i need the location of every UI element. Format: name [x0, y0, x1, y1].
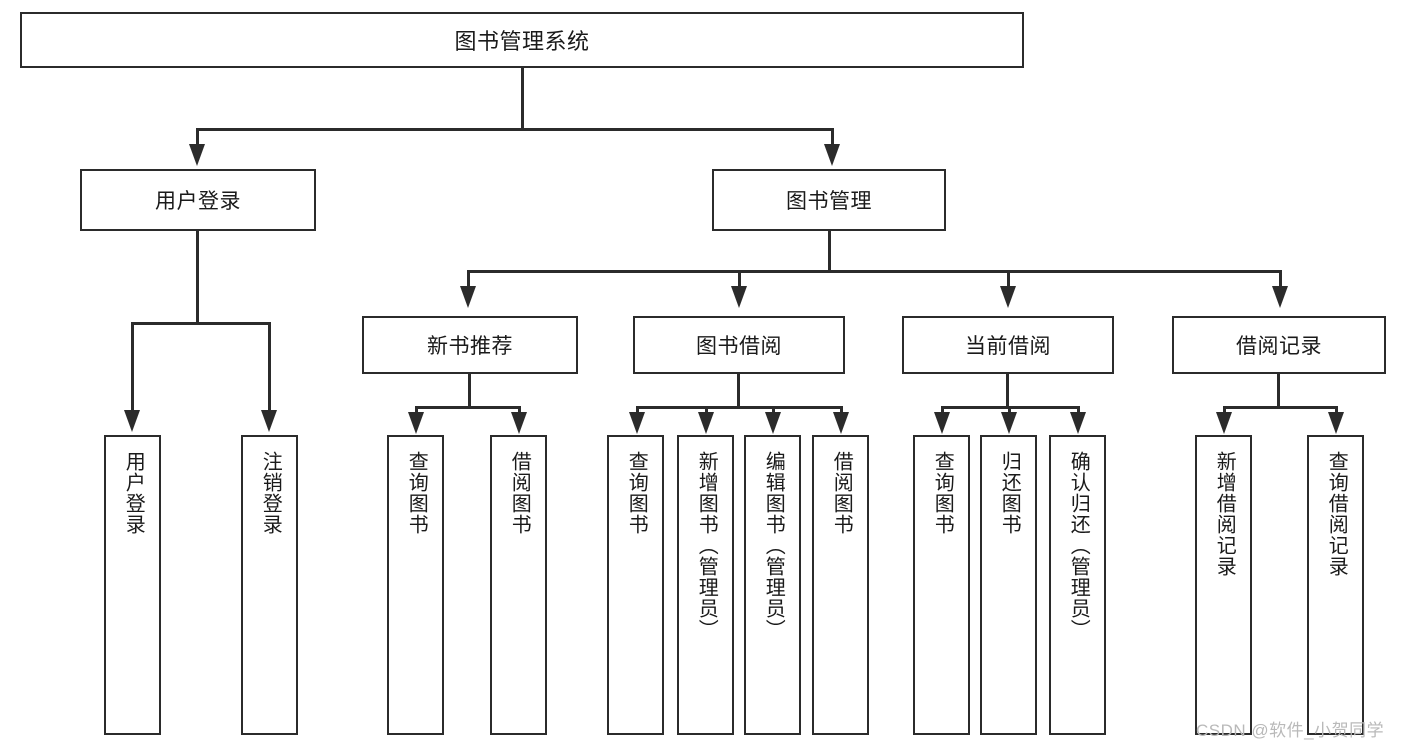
leaf-label: 查询图书 — [931, 451, 954, 535]
arrowhead-cb-leaf-1 — [934, 412, 950, 434]
connector-drop-book-borrow — [738, 270, 741, 288]
arrowhead-leaf-logout — [261, 410, 277, 432]
connector-drop-book-management — [831, 128, 834, 146]
connector-drop-cb-leaf-2 — [1008, 406, 1011, 414]
arrowhead-user-login — [189, 144, 205, 166]
connector-user-login-leaf-bus — [131, 322, 270, 325]
leaf-user-login[interactable]: 用户登录 — [104, 435, 161, 735]
connector-drop-br-leaf-2 — [1335, 406, 1338, 414]
leaf-add-book-admin[interactable]: 新增图书（管理员） — [677, 435, 734, 735]
connector-drop-borrow-record — [1279, 270, 1282, 288]
leaf-query-borrow-record[interactable]: 查询借阅记录 — [1307, 435, 1364, 735]
leaf-confirm-return-admin[interactable]: 确认归还（管理员） — [1049, 435, 1106, 735]
arrowhead-current-borrow — [1000, 286, 1016, 308]
arrowhead-br-leaf-2 — [1328, 412, 1344, 434]
arrowhead-book-borrow — [731, 286, 747, 308]
arrowhead-new-book — [460, 286, 476, 308]
node-root-book-management-system[interactable]: 图书管理系统 — [20, 12, 1024, 68]
node-label: 图书管理 — [786, 190, 872, 213]
connector-drop-bb-leaf-3 — [772, 406, 775, 414]
leaf-label: 查询图书 — [405, 451, 428, 535]
leaf-query-book-bb[interactable]: 查询图书 — [607, 435, 664, 735]
connector-new-book-leaf-bus — [415, 406, 521, 409]
leaf-logout[interactable]: 注销登录 — [241, 435, 298, 735]
connector-drop-leaf-logout — [268, 322, 271, 414]
arrowhead-cb-leaf-3 — [1070, 412, 1086, 434]
node-book-borrow[interactable]: 图书借阅 — [633, 316, 845, 374]
connector-root-stem — [521, 68, 524, 130]
connector-drop-leaf-user-login — [131, 322, 134, 414]
connector-drop-bb-leaf-1 — [636, 406, 639, 414]
leaf-query-book-cb[interactable]: 查询图书 — [913, 435, 970, 735]
arrowhead-book-management — [824, 144, 840, 166]
watermark-text: CSDN @软件_小贺同学 — [1196, 721, 1385, 740]
arrowhead-bb-leaf-1 — [629, 412, 645, 434]
node-new-book-recommend[interactable]: 新书推荐 — [362, 316, 578, 374]
node-borrow-record[interactable]: 借阅记录 — [1172, 316, 1386, 374]
connector-book-borrow-stem — [737, 374, 740, 409]
leaf-borrow-book-bb[interactable]: 借阅图书 — [812, 435, 869, 735]
leaf-label: 查询借阅记录 — [1325, 451, 1348, 577]
leaf-label: 借阅图书 — [508, 451, 531, 535]
arrowhead-br-leaf-1 — [1216, 412, 1232, 434]
leaf-label: 确认归还（管理员） — [1067, 451, 1090, 640]
node-label: 图书借阅 — [696, 335, 782, 358]
connector-level2-bus — [196, 128, 833, 131]
node-book-management[interactable]: 图书管理 — [712, 169, 946, 231]
arrowhead-nb-leaf-2 — [511, 412, 527, 434]
connector-drop-user-login — [196, 128, 199, 146]
node-label: 图书管理系统 — [454, 29, 590, 54]
arrowhead-cb-leaf-2 — [1001, 412, 1017, 434]
connector-drop-cb-leaf-1 — [941, 406, 944, 414]
connector-drop-current-borrow — [1007, 270, 1010, 288]
connector-user-login-stem — [196, 231, 199, 324]
connector-book-management-stem — [828, 231, 831, 273]
leaf-label: 借阅图书 — [830, 451, 853, 535]
leaf-label: 归还图书 — [998, 451, 1021, 535]
arrowhead-leaf-user-login — [124, 410, 140, 432]
leaf-label: 新增图书（管理员） — [695, 451, 718, 640]
arrowhead-bb-leaf-4 — [833, 412, 849, 434]
connector-drop-bb-leaf-4 — [840, 406, 843, 414]
leaf-borrow-book-nb[interactable]: 借阅图书 — [490, 435, 547, 735]
connector-book-borrow-leaf-bus — [636, 406, 843, 409]
node-label: 新书推荐 — [427, 335, 513, 358]
leaf-query-book-nb[interactable]: 查询图书 — [387, 435, 444, 735]
leaf-return-book[interactable]: 归还图书 — [980, 435, 1037, 735]
connector-borrow-record-leaf-bus — [1223, 406, 1338, 409]
node-label: 用户登录 — [155, 190, 241, 213]
connector-level3-bus — [467, 270, 1282, 273]
connector-current-borrow-stem — [1006, 374, 1009, 409]
connector-drop-nb-leaf-2 — [518, 406, 521, 414]
leaf-label: 编辑图书（管理员） — [762, 451, 785, 640]
node-label: 借阅记录 — [1236, 335, 1322, 358]
arrowhead-bb-leaf-3 — [765, 412, 781, 434]
node-label: 当前借阅 — [965, 335, 1051, 358]
connector-drop-br-leaf-1 — [1223, 406, 1226, 414]
node-user-login[interactable]: 用户登录 — [80, 169, 316, 231]
leaf-label: 注销登录 — [259, 451, 282, 535]
leaf-label: 用户登录 — [122, 451, 145, 535]
arrowhead-nb-leaf-1 — [408, 412, 424, 434]
leaf-edit-book-admin[interactable]: 编辑图书（管理员） — [744, 435, 801, 735]
leaf-label: 查询图书 — [625, 451, 648, 535]
leaf-label: 新增借阅记录 — [1213, 451, 1236, 577]
leaf-add-borrow-record[interactable]: 新增借阅记录 — [1195, 435, 1252, 735]
arrowhead-borrow-record — [1272, 286, 1288, 308]
connector-drop-nb-leaf-1 — [415, 406, 418, 414]
connector-drop-bb-leaf-2 — [705, 406, 708, 414]
node-current-borrow[interactable]: 当前借阅 — [902, 316, 1114, 374]
arrowhead-bb-leaf-2 — [698, 412, 714, 434]
connector-drop-cb-leaf-3 — [1077, 406, 1080, 414]
connector-drop-new-book — [467, 270, 470, 288]
connector-borrow-record-stem — [1277, 374, 1280, 409]
connector-new-book-stem — [468, 374, 471, 409]
